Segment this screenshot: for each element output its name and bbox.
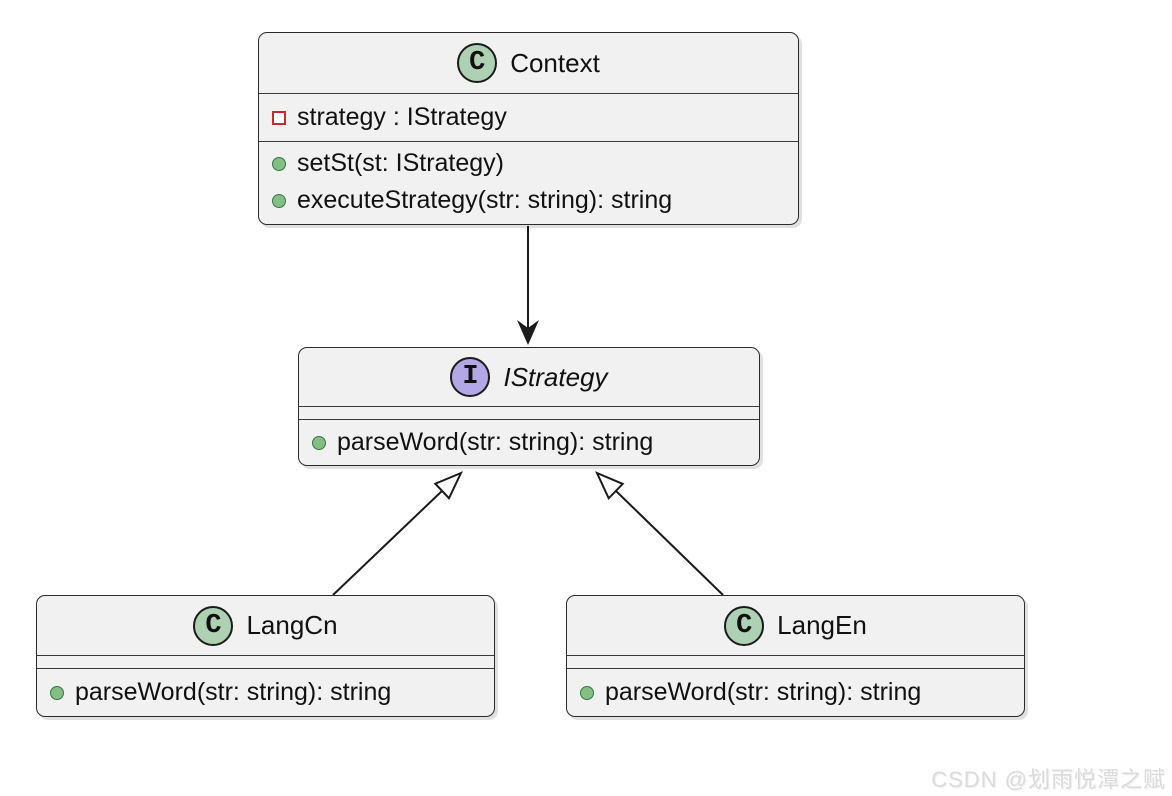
method-row: executeStrategy(str: string): string xyxy=(259,182,798,219)
interface-istrategy: I IStrategy parseWord(str: string): stri… xyxy=(298,347,760,466)
filled-arrowhead-icon xyxy=(517,320,539,345)
fields-compartment: strategy : IStrategy xyxy=(259,93,798,141)
field-row: strategy : IStrategy xyxy=(259,103,520,132)
method-text: setSt(st: IStrategy) xyxy=(297,149,505,177)
public-method-icon xyxy=(50,685,64,700)
method-text: parseWord(str: string): string xyxy=(605,678,922,706)
interface-icon: I xyxy=(450,357,491,397)
method-row: parseWord(str: string): string xyxy=(567,678,934,707)
hollow-triangle-icon xyxy=(433,471,464,500)
class-name: LangCn xyxy=(246,610,338,640)
method-row: setSt(st: IStrategy) xyxy=(259,145,798,182)
interface-name: IStrategy xyxy=(503,361,608,392)
method-row: parseWord(str: string): string xyxy=(299,428,666,457)
private-field-icon xyxy=(272,110,286,125)
class-name: LangEn xyxy=(777,610,867,640)
public-method-icon xyxy=(272,193,286,208)
method-row: parseWord(str: string): string xyxy=(37,678,404,707)
method-text: parseWord(str: string): string xyxy=(75,678,392,706)
class-context: C Context strategy : IStrategy setSt(st:… xyxy=(258,32,799,225)
field-text: strategy : IStrategy xyxy=(297,103,507,131)
methods-compartment: parseWord(str: string): string xyxy=(37,668,494,716)
method-text: executeStrategy(str: string): string xyxy=(297,186,673,214)
methods-compartment: setSt(st: IStrategy) executeStrategy(str… xyxy=(259,141,798,224)
class-langen-header: C LangEn xyxy=(567,596,1024,655)
method-text: parseWord(str: string): string xyxy=(337,428,654,456)
methods-compartment: parseWord(str: string): string xyxy=(299,419,759,465)
class-icon: C xyxy=(193,605,234,646)
csdn-watermark: CSDN @划雨悦潭之赋 xyxy=(931,767,1166,792)
interface-istrategy-header: I IStrategy xyxy=(299,348,759,406)
realization-arrow-langen-istrategy xyxy=(595,471,724,596)
public-method-icon xyxy=(272,156,286,171)
fields-compartment-empty xyxy=(299,406,759,419)
class-icon: C xyxy=(457,43,498,83)
methods-compartment: parseWord(str: string): string xyxy=(567,668,1024,716)
fields-compartment-empty xyxy=(37,655,494,668)
association-arrow-context-istrategy xyxy=(517,226,539,345)
class-langen: C LangEn parseWord(str: string): string xyxy=(566,595,1025,717)
hollow-triangle-icon xyxy=(595,471,625,501)
class-name: Context xyxy=(510,47,600,78)
class-langcn-header: C LangCn xyxy=(37,596,494,655)
public-method-icon xyxy=(312,435,326,450)
realization-arrow-langcn-istrategy xyxy=(332,471,464,596)
fields-compartment-empty xyxy=(567,655,1024,668)
class-langcn: C LangCn parseWord(str: string): string xyxy=(36,595,495,717)
class-icon: C xyxy=(724,605,765,646)
public-method-icon xyxy=(580,685,594,700)
class-context-header: C Context xyxy=(259,33,798,93)
